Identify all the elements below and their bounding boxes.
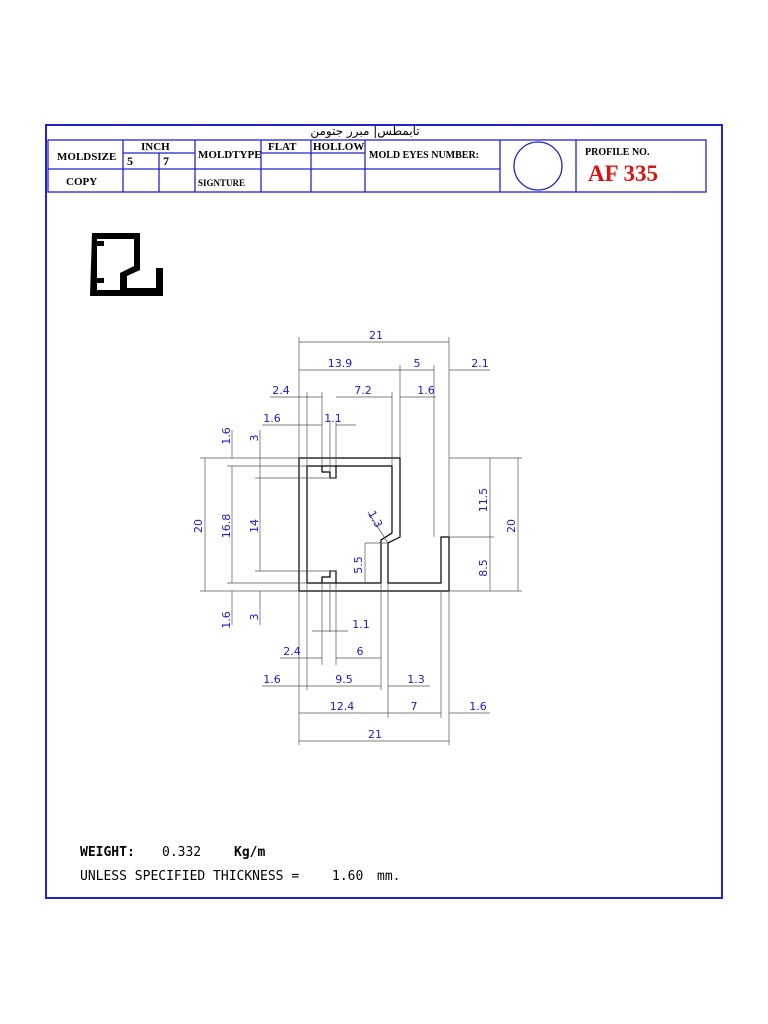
dim-center-1-3: 1.3 [365,508,385,530]
dim-left-1-6-bot: 1.6 [220,611,233,629]
dim-bot-6: 6 [357,645,364,658]
dim-left-14: 14 [248,519,261,533]
dim-left-16-8: 16.8 [220,514,233,539]
dim-right-8-5: 8.5 [477,559,490,577]
dim-bot-12-4: 12.4 [330,700,355,713]
profile-no-label: PROFILE NO. [585,147,650,158]
dim-bot-1-3: 1.3 [407,673,425,686]
dim-bot-overall: 21 [368,728,382,741]
hollow-label: HOLLOW [313,141,364,153]
weight-label: WEIGHT: [80,845,135,860]
outer-frame [45,124,723,899]
flat-label: FLAT [268,141,297,153]
weight-value: 0.332 [162,845,201,860]
moldsize-label: MOLDSIZE [57,151,116,163]
dim-bot-1-1: 1.1 [352,618,370,631]
title-block [47,139,707,193]
dim-right-11-5: 11.5 [477,488,490,513]
thickness-unit: mm. [377,869,400,884]
dim-left-20: 20 [192,519,205,533]
thumbnail-notch-bottom [97,278,104,283]
inch-value-b: 7 [163,154,169,168]
inch-value-a: 5 [127,154,133,168]
dim-top-2-4: 2.4 [272,384,290,397]
moldtype-label: MOLDTYPE [198,149,262,161]
dim-top-overall: 21 [369,329,383,342]
dim-top-2-1: 2.1 [471,357,489,370]
thickness-label: UNLESS SPECIFIED THICKNESS = [80,869,299,884]
profile-number: AF 335 [588,161,658,186]
dim-top-7-2: 7.2 [354,384,372,397]
dim-left-3-bot: 3 [248,614,261,621]
dim-right-20: 20 [505,519,518,533]
dim-top-1-6b: 1.6 [417,384,435,397]
dim-bot-1-6b: 1.6 [469,700,487,713]
dim-top-13-9: 13.9 [328,357,353,370]
weight-unit: Kg/m [234,845,265,860]
profile-thumbnail [90,233,163,296]
inch-label: INCH [141,141,170,153]
dim-left-3-top: 3 [248,435,261,442]
thumbnail-notch-top [97,241,104,246]
dim-top-5: 5 [414,357,421,370]
dim-bot-7: 7 [411,700,418,713]
dim-bot-9-5: 9.5 [335,673,353,686]
dim-bot-2-4: 2.4 [283,645,301,658]
dim-center-5-5: 5.5 [352,556,365,574]
arabic-title: تابمطس| مبرر جتومن [310,124,419,139]
signature-label: SIGNTURE [198,178,245,188]
dimension-lines [200,337,522,745]
dim-bot-1-6: 1.6 [263,673,281,686]
mold-eyes-label: MOLD EYES NUMBER: [369,150,479,161]
thickness-value: 1.60 [332,869,363,884]
copy-label: COPY [66,176,97,188]
dim-left-1-6-top: 1.6 [220,427,233,445]
dim-top-1-1: 1.1 [324,412,342,425]
dim-top-1-6: 1.6 [263,412,281,425]
